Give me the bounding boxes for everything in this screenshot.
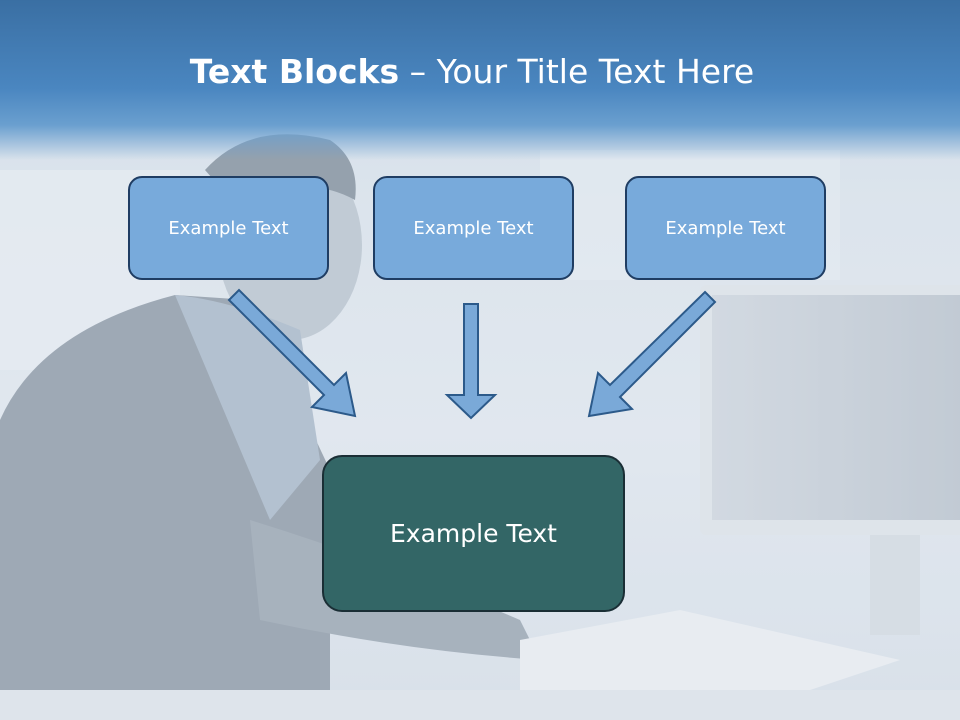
text-block-1[interactable]: Example Text — [128, 176, 329, 280]
title-bold-part: Text Blocks — [189, 52, 400, 91]
title-rest-part: – Your Title Text Here — [399, 52, 755, 91]
text-block-1-label: Example Text — [168, 217, 289, 239]
text-block-3[interactable]: Example Text — [625, 176, 826, 280]
text-block-3-label: Example Text — [665, 217, 786, 239]
text-block-2-label: Example Text — [413, 217, 534, 239]
text-block-2[interactable]: Example Text — [373, 176, 574, 280]
result-text-block[interactable]: Example Text — [322, 455, 625, 612]
arrow-center-down — [444, 303, 498, 420]
slide-title: Text Blocks – Your Title Text Here — [0, 52, 944, 91]
arrow-left-diagonal — [227, 288, 357, 418]
header-band — [0, 0, 960, 160]
arrow-right-diagonal — [587, 290, 717, 418]
result-text-block-label: Example Text — [390, 519, 557, 548]
